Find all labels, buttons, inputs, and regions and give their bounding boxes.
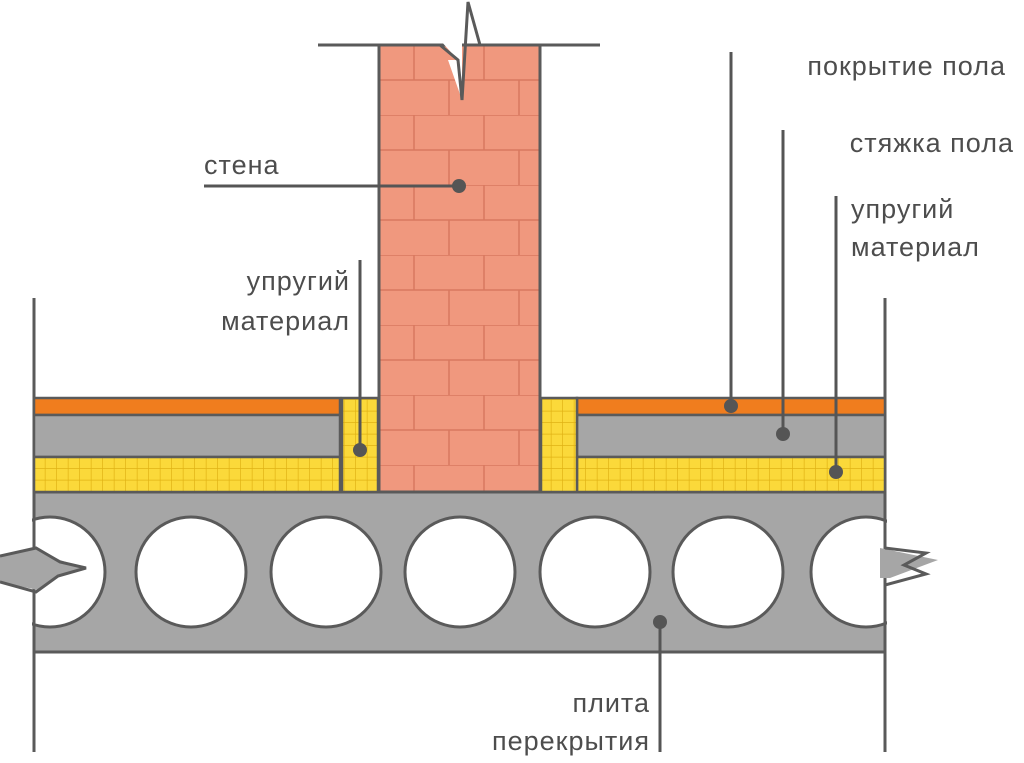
break-mark-right (880, 546, 938, 587)
label-floor-covering: покрытие пола (807, 51, 1006, 81)
label-slab-line2: перекрытия (492, 726, 650, 756)
screed-right (575, 413, 887, 459)
slab-hole (269, 515, 383, 629)
floor-layers-left (32, 396, 342, 494)
slab-hole (134, 515, 248, 629)
label-elastic-left-line1: упругий (247, 266, 350, 296)
insulation-left (32, 455, 342, 494)
floor-covering-left (32, 396, 342, 417)
leader-screed (776, 130, 790, 441)
slab-hole (671, 515, 785, 629)
leader-slab (653, 615, 667, 752)
brick-wall (318, 1, 600, 494)
leader-elastic-left (353, 260, 367, 457)
slab-hole (538, 515, 652, 629)
screed-left (32, 413, 342, 459)
label-screed: стяжка пола (850, 128, 1014, 158)
label-elastic-left-line2: материал (221, 306, 350, 336)
slab-hole (403, 515, 517, 629)
label-elastic-right-line1: упругий (851, 194, 954, 224)
elastic-strip-right (539, 396, 579, 494)
label-slab-line1: плита (572, 688, 650, 718)
break-mark-left (0, 546, 87, 594)
leader-wall (204, 179, 466, 193)
label-elastic-right-line2: материал (851, 232, 980, 262)
label-wall: стена (204, 150, 280, 180)
leader-floor-covering (724, 52, 738, 413)
leader-elastic-right (829, 196, 843, 479)
